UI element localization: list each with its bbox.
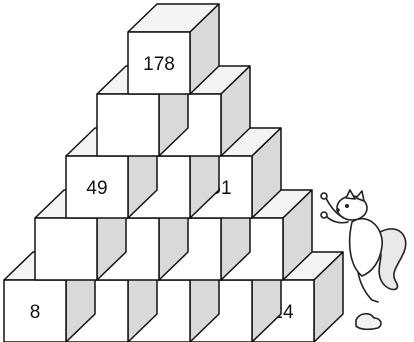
brick-front-face — [35, 218, 97, 280]
brick-value: 49 — [86, 178, 107, 199]
brick-value: 8 — [30, 302, 41, 323]
brick-front-face — [97, 94, 159, 156]
brick-value: 178 — [143, 54, 175, 75]
